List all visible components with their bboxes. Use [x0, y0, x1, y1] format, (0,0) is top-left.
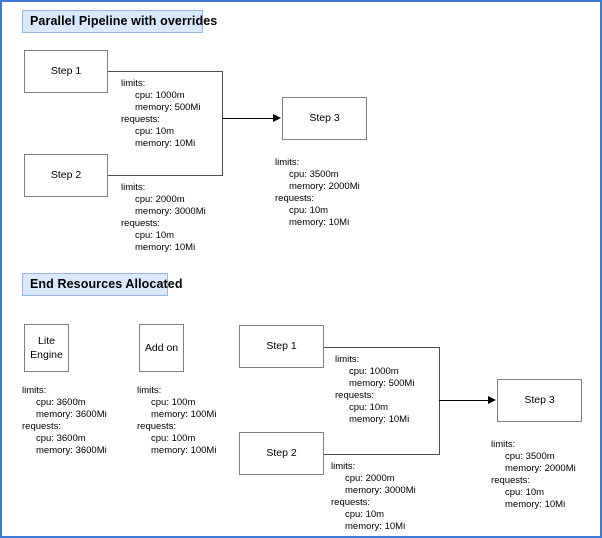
node-bottom-step1[interactable]: Step 1 — [239, 325, 324, 368]
resources-bottom-step2: limits: cpu: 2000m memory: 3000Mi reques… — [331, 461, 416, 534]
connector-bottom-step1-horizontal — [323, 347, 440, 348]
limits-label: limits: — [121, 182, 146, 193]
requests-label: requests: — [331, 497, 371, 509]
requests-memory: memory: 10Mi — [289, 217, 350, 229]
requests-label: requests: — [22, 421, 62, 433]
resources-top-step1: limits: cpu: 1000m memory: 500Mi request… — [121, 78, 200, 151]
requests-cpu: cpu: 10m — [135, 230, 175, 242]
limits-label: limits: — [275, 157, 300, 168]
section-header-end-resources-label: End Resources Allocated — [30, 277, 183, 292]
connector-top-step1-horizontal — [107, 71, 223, 72]
node-bottom-step1-label: Step 1 — [266, 340, 297, 353]
limits-cpu: cpu: 100m — [151, 397, 196, 409]
limits-cpu: cpu: 3500m — [289, 169, 339, 181]
node-bottom-step2[interactable]: Step 2 — [239, 432, 324, 475]
resources-bottom-step1: limits: cpu: 1000m memory: 500Mi request… — [335, 354, 414, 427]
limits-memory: memory: 2000Mi — [289, 181, 360, 193]
requests-memory: memory: 10Mi — [349, 414, 410, 426]
limits-cpu: cpu: 3600m — [36, 397, 86, 409]
limits-label: limits: — [491, 439, 516, 450]
section-header-end-resources: End Resources Allocated — [22, 273, 182, 296]
limits-memory: memory: 500Mi — [135, 102, 201, 114]
node-bottom-lite-engine-label-line2: Engine — [30, 349, 63, 361]
connector-bottom-to-step3-arrowhead — [488, 396, 496, 404]
node-bottom-step3[interactable]: Step 3 — [497, 379, 582, 422]
node-bottom-step2-label: Step 2 — [266, 447, 297, 460]
connector-top-to-step3-line — [222, 118, 274, 119]
requests-memory: memory: 10Mi — [345, 521, 406, 533]
node-top-step1[interactable]: Step 1 — [24, 50, 108, 93]
requests-memory: memory: 10Mi — [135, 242, 196, 254]
requests-label: requests: — [121, 114, 161, 126]
limits-memory: memory: 500Mi — [349, 378, 415, 390]
limits-cpu: cpu: 1000m — [349, 366, 399, 378]
resources-bottom-step3: limits: cpu: 3500m memory: 2000Mi reques… — [491, 439, 576, 512]
limits-label: limits: — [331, 461, 356, 472]
limits-cpu: cpu: 2000m — [135, 194, 185, 206]
limits-cpu: cpu: 1000m — [135, 90, 185, 102]
connector-bottom-to-step3-line — [439, 400, 489, 401]
node-top-step2-label: Step 2 — [50, 169, 82, 182]
section-header-parallel-pipeline-label: Parallel Pipeline with overrides — [30, 14, 218, 29]
requests-label: requests: — [121, 218, 161, 230]
requests-label: requests: — [137, 421, 177, 433]
requests-cpu: cpu: 3600m — [36, 433, 86, 445]
limits-label: limits: — [121, 78, 146, 89]
limits-cpu: cpu: 3500m — [505, 451, 555, 463]
requests-cpu: cpu: 10m — [345, 509, 385, 521]
requests-cpu: cpu: 10m — [135, 126, 175, 138]
node-top-step1-label: Step 1 — [50, 65, 82, 78]
requests-label: requests: — [275, 193, 315, 205]
limits-memory: memory: 3000Mi — [135, 206, 206, 218]
node-bottom-add-on[interactable]: Add on — [139, 324, 184, 372]
requests-memory: memory: 3600Mi — [36, 445, 107, 457]
requests-cpu: cpu: 100m — [151, 433, 196, 445]
node-bottom-lite-engine-label-line1: Lite — [38, 334, 55, 347]
requests-label: requests: — [491, 475, 531, 487]
connector-top-merge-vertical — [222, 71, 223, 175]
resources-bottom-add-on: limits: cpu: 100m memory: 100Mi requests… — [137, 385, 216, 458]
connector-top-to-step3-arrowhead — [273, 114, 281, 122]
limits-memory: memory: 3000Mi — [345, 485, 416, 497]
requests-label: requests: — [335, 390, 375, 402]
connector-bottom-step2-horizontal — [323, 454, 440, 455]
limits-memory: memory: 100Mi — [151, 409, 217, 421]
section-header-parallel-pipeline: Parallel Pipeline with overrides — [22, 10, 217, 33]
limits-label: limits: — [22, 385, 47, 396]
connector-top-step2-horizontal — [107, 175, 223, 176]
requests-memory: memory: 10Mi — [505, 499, 566, 511]
limits-label: limits: — [335, 354, 360, 365]
requests-memory: memory: 100Mi — [151, 445, 217, 457]
node-bottom-add-on-label: Add on — [144, 341, 179, 354]
node-top-step3-label: Step 3 — [309, 112, 340, 125]
limits-memory: memory: 3600Mi — [36, 409, 107, 421]
requests-cpu: cpu: 10m — [505, 487, 545, 499]
node-bottom-step3-label: Step 3 — [524, 394, 555, 407]
limits-label: limits: — [137, 385, 162, 396]
resources-top-step3: limits: cpu: 3500m memory: 2000Mi reques… — [275, 157, 360, 230]
node-top-step2[interactable]: Step 2 — [24, 154, 108, 197]
requests-cpu: cpu: 10m — [289, 205, 329, 217]
node-bottom-lite-engine[interactable]: Lite Engine — [24, 324, 69, 372]
resources-bottom-lite-engine: limits: cpu: 3600m memory: 3600Mi reques… — [22, 385, 107, 458]
limits-memory: memory: 2000Mi — [505, 463, 576, 475]
limits-cpu: cpu: 2000m — [345, 473, 395, 485]
resources-top-step2: limits: cpu: 2000m memory: 3000Mi reques… — [121, 182, 206, 255]
requests-cpu: cpu: 10m — [349, 402, 389, 414]
requests-memory: memory: 10Mi — [135, 138, 196, 150]
node-top-step3[interactable]: Step 3 — [282, 97, 367, 140]
